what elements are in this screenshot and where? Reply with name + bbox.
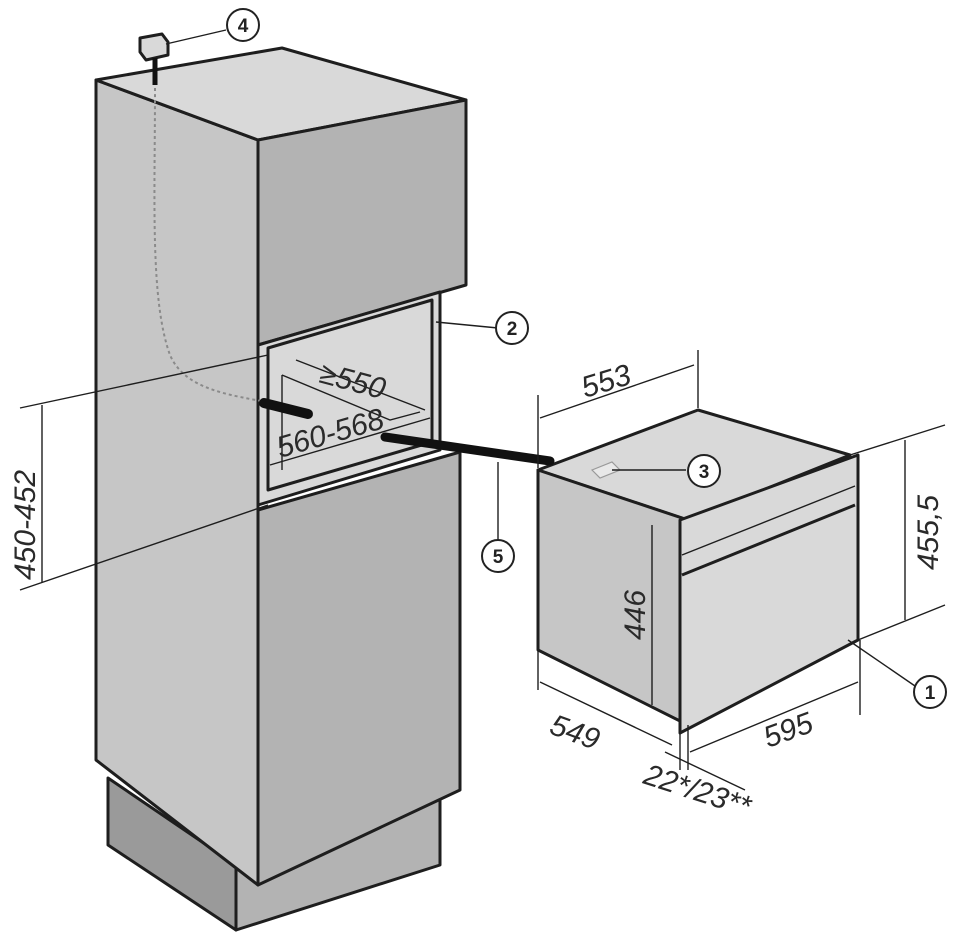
callout-5-label: 5: [493, 547, 504, 568]
upper-door: [256, 98, 468, 347]
ext-line-455-bottom: [857, 604, 946, 641]
ext-line-455-top: [849, 424, 946, 456]
dim-line-22: [664, 751, 746, 791]
callout-1-label: 1: [925, 683, 936, 704]
dim-line-553: [539, 364, 695, 419]
label-appliance-height: 455,5: [912, 495, 945, 570]
leader-4: [165, 29, 227, 45]
connection-cable: [380, 432, 555, 466]
leader-2: [435, 321, 499, 329]
callout-5: 5: [481, 539, 515, 573]
ext-line-niche-top: [19, 354, 269, 409]
dim-line-niche-width: [269, 417, 431, 466]
cable-route: [153, 87, 273, 404]
callout-4: 4: [226, 8, 260, 42]
dimension-lines: [19, 321, 946, 791]
label-appliance-body-height: 446: [619, 590, 652, 640]
dim-line-549: [539, 681, 673, 746]
junction-box: [138, 29, 227, 85]
callout-2-label: 2: [507, 319, 518, 340]
leader-1: [847, 639, 916, 687]
callout-1: 1: [913, 675, 947, 709]
callout-3-label: 3: [699, 462, 710, 483]
callout-2: 2: [495, 311, 529, 345]
cabinet-side-panel: [94, 78, 260, 887]
label-appliance-depth-side: 549: [546, 709, 605, 757]
niche-cable: [259, 398, 313, 419]
callout-4-label: 4: [238, 16, 249, 37]
ext-line-niche-bottom: [19, 504, 269, 591]
appliance: [380, 408, 860, 735]
dim-line-niche-depth: [295, 359, 426, 411]
control-strip: [681, 485, 856, 556]
callout-3: 3: [687, 454, 721, 488]
label-appliance-depth-top: 553: [577, 358, 635, 404]
label-niche-height: 450-452: [9, 470, 42, 580]
dim-line-595: [689, 681, 859, 753]
tall-cabinet: [94, 46, 468, 932]
lower-door: [256, 450, 462, 887]
control-panel-edge: [681, 503, 856, 577]
niche-floor-line: [281, 374, 421, 421]
label-appliance-width: 595: [759, 706, 818, 754]
